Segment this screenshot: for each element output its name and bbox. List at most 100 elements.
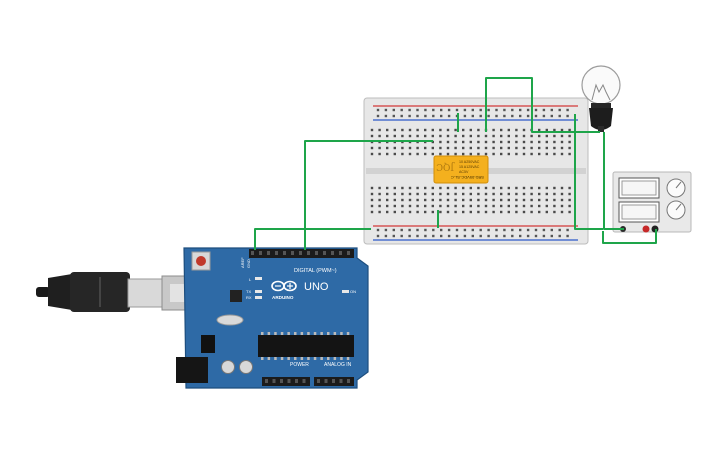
digital-pin xyxy=(347,251,350,255)
breadboard-hole xyxy=(469,140,472,144)
breadboard-hole xyxy=(424,134,427,138)
digital-pin xyxy=(267,251,270,255)
chip-pin xyxy=(340,332,343,335)
breadboard-hole xyxy=(439,198,442,202)
breadboard-hole xyxy=(538,134,541,138)
breadboard-hole xyxy=(538,210,541,214)
relay-rating-3: AC5V xyxy=(459,170,469,174)
breadboard-hole xyxy=(500,140,503,144)
breadboard-hole xyxy=(484,198,488,202)
breadboard-hole xyxy=(439,134,442,138)
breadboard-hole xyxy=(530,192,533,196)
breadboard-hole xyxy=(393,192,396,196)
breadboard-hole xyxy=(393,134,396,138)
breadboard-hole xyxy=(507,134,510,138)
breadboard-hole xyxy=(568,210,571,214)
chip-pin xyxy=(274,357,277,360)
light-bulb-icon[interactable] xyxy=(581,65,621,132)
power-supply-icon[interactable] xyxy=(612,171,692,233)
analog-pin xyxy=(339,379,343,383)
breadboard-hole xyxy=(568,152,571,156)
rail-hole xyxy=(424,108,427,112)
digital-pin xyxy=(315,251,318,255)
breadboard-hole xyxy=(439,192,442,196)
breadboard-hole xyxy=(477,146,480,150)
breadboard-hole xyxy=(462,152,465,156)
breadboard-hole xyxy=(515,186,518,190)
rail-hole xyxy=(408,108,411,112)
breadboard-hole xyxy=(431,152,434,156)
breadboard-hole xyxy=(553,152,556,156)
breadboard-hole xyxy=(522,146,526,150)
chip-pin xyxy=(307,357,310,360)
breadboard-hole xyxy=(462,128,465,132)
breadboard-hole xyxy=(439,146,442,150)
rail-hole xyxy=(487,234,490,238)
breadboard-hole xyxy=(408,198,412,202)
breadboard-hole xyxy=(370,128,374,132)
rail-hole xyxy=(550,108,553,112)
rail-hole xyxy=(519,234,522,238)
breadboard-hole xyxy=(401,210,404,214)
breadboard-hole xyxy=(522,128,526,132)
breadboard-hole xyxy=(424,210,427,214)
breadboard-hole xyxy=(538,140,541,144)
breadboard-hole xyxy=(401,204,404,208)
breadboard-hole xyxy=(484,134,488,138)
breadboard-hole xyxy=(477,140,480,144)
digital-pin xyxy=(259,251,262,255)
breadboard-hole xyxy=(545,198,548,202)
breadboard-hole xyxy=(408,186,412,190)
power-pin xyxy=(302,379,306,383)
breadboard-hole xyxy=(560,134,564,138)
power-jack[interactable] xyxy=(176,357,208,383)
rail-hole xyxy=(534,114,538,118)
power-pin xyxy=(287,379,291,383)
analog-pin xyxy=(347,379,350,383)
breadboard-hole xyxy=(507,210,510,214)
rail-hole xyxy=(447,114,451,118)
chip-pin xyxy=(274,332,277,335)
breadboard-hole xyxy=(386,186,389,190)
usb-cable-icon[interactable] xyxy=(36,272,209,312)
breadboard-hole xyxy=(530,146,533,150)
rail-hole xyxy=(550,234,553,238)
breadboard-hole xyxy=(568,192,571,196)
breadboard-hole xyxy=(469,146,472,150)
breadboard-hole xyxy=(477,192,480,196)
breadboard-hole xyxy=(454,192,457,196)
rail-hole xyxy=(424,228,427,232)
breadboard-hole xyxy=(568,146,571,150)
breadboard-hole xyxy=(462,140,465,144)
breadboard-hole xyxy=(393,128,396,132)
rail-hole xyxy=(511,228,514,232)
rail-hole xyxy=(503,234,506,238)
breadboard-hole xyxy=(431,146,434,150)
rail-hole xyxy=(440,114,443,118)
rail-hole xyxy=(534,108,538,112)
wires[interactable] xyxy=(254,77,657,250)
breadboard-hole xyxy=(386,198,389,202)
breadboard-hole xyxy=(530,140,533,144)
breadboard-hole xyxy=(530,152,533,156)
breadboard-hole xyxy=(424,152,427,156)
relay-module[interactable]: JQC 10 A250VAC 15 A125VAC AC5V SRD-05VDC… xyxy=(433,155,489,184)
rail-hole xyxy=(487,114,490,118)
breadboard-hole xyxy=(515,204,518,208)
rail-hole xyxy=(558,228,561,232)
breadboard-hole xyxy=(386,210,389,214)
breadboard-hole xyxy=(477,198,480,202)
reset-button[interactable] xyxy=(196,256,206,266)
breadboard-hole xyxy=(515,146,518,150)
breadboard-hole xyxy=(462,192,465,196)
breadboard-hole xyxy=(416,146,419,150)
rail-hole xyxy=(432,108,435,112)
rail-hole xyxy=(400,228,403,232)
power-pin xyxy=(295,379,298,383)
arduino-uno-board[interactable]: DIGITAL (PWM~) AREF GND L TX RX ON ARDUI… xyxy=(176,247,369,389)
wire-ps-rail xyxy=(574,114,603,230)
rail-hole xyxy=(455,234,459,238)
breadboard-hole xyxy=(469,186,472,190)
breadboard-hole xyxy=(370,192,374,196)
